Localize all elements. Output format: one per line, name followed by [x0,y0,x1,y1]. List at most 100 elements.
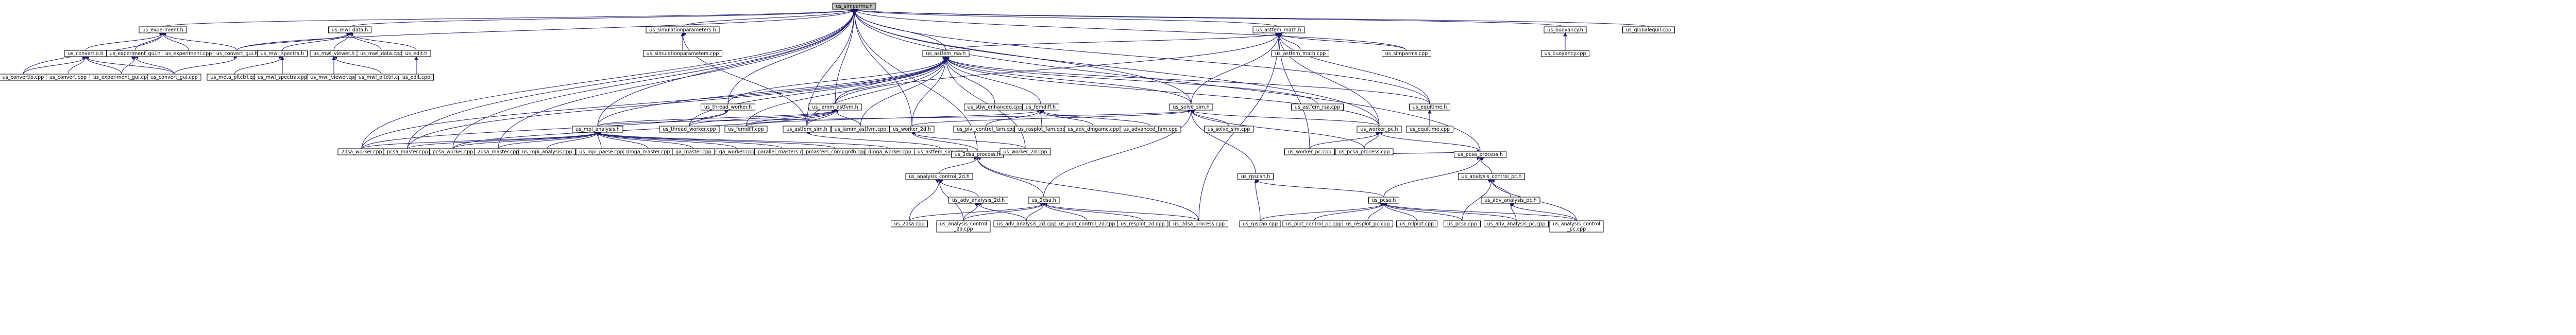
graph-node[interactable]: us_lamm_astfvm.cpp [831,126,890,133]
graph-node[interactable]: us_2dsa_process.h [951,151,1004,158]
graph-node[interactable]: us_buoyancy.h [1544,26,1587,33]
graph-node[interactable]: us_convert.cpp [46,74,90,81]
graph-node[interactable]: us_buoyancy.cpp [1541,50,1589,57]
graph-node[interactable]: us_adv_analysis_pc.h [1481,197,1540,204]
graph-node[interactable]: us_adv_analysis_pc.cpp [1484,220,1549,227]
graph-node[interactable]: us_simparms.h [832,3,876,10]
graph-node[interactable]: pcsa_master.cpp [383,148,432,155]
graph-node[interactable]: us_experiment_gui.h [106,50,164,57]
graph-node[interactable]: us_astfem_sim.h [783,126,831,133]
graph-node[interactable]: us_equitime.h [1409,103,1450,111]
graph-node[interactable]: us_pcsa_process.h [1454,151,1506,158]
graph-node[interactable]: us_rasplot_fam.cpp [1014,126,1069,133]
graph-node[interactable]: us_convert_gui.h [213,50,261,57]
graph-node[interactable]: us_stiw_enhanced.cpp [964,103,1026,111]
dependency-edge [349,32,382,51]
dependency-edge [134,56,175,75]
graph-node[interactable]: us_resplot_pc.cpp [1343,220,1393,227]
graph-node-label: us_convertio.h [67,51,103,57]
graph-node[interactable]: us_simulationparameters.h [646,26,720,33]
graph-node[interactable]: pcsa_worker.cpp [429,148,477,155]
graph-node[interactable]: us_thread_worker.cpp [659,126,720,133]
graph-node[interactable]: us_femdiff.h [1022,103,1059,111]
graph-node[interactable]: us_pivl_control_fam.cpp [953,126,1019,133]
graph-node[interactable]: us_astfem_math.cpp [1272,50,1329,57]
graph-node[interactable]: dmga_master.cpp [623,148,673,155]
graph-node[interactable]: us_solve_sim.h [1169,103,1213,111]
graph-node-label: us_analysis_control_2d.cpp [940,221,987,232]
graph-node[interactable]: us_solve_sim.cpp [1204,126,1253,133]
graph-node[interactable]: us_mwl_spectra.h [257,50,308,57]
graph-node[interactable]: us_plot_control_2d.cpp [1056,220,1118,227]
graph-node[interactable]: 2dsa_master.cpp [474,148,522,155]
graph-node[interactable]: us_adv_analysis_2d.cpp [993,220,1059,227]
graph-node[interactable]: us_edit.cpp [399,74,434,81]
graph-node-label: us_meta_pltctrl.cpp [210,75,258,80]
dependency-edge [1043,203,1088,221]
dependency-edge [452,9,855,149]
graph-node[interactable]: us_2dsa.cpp [891,220,928,227]
graph-node[interactable]: us_mpi_analysis.h [572,126,623,133]
graph-node[interactable]: us_analysis_control_pc.cpp [1549,220,1604,233]
graph-node[interactable]: us_simparms.cpp [1382,50,1431,57]
graph-node[interactable]: ga_master.cpp [672,148,715,155]
graph-node[interactable]: us_worker_2d.h [889,126,935,133]
graph-node[interactable]: us_experiment.h [139,26,187,33]
graph-node[interactable]: ga_worker.cpp [716,148,758,155]
graph-node-label: us_2dsa.h [1031,198,1056,203]
graph-node-box [1541,50,1589,57]
graph-node[interactable]: dmga_worker.cpp [865,148,915,155]
graph-node[interactable]: us_analysis_control_2d.h [905,173,973,180]
graph-node[interactable]: us_analysis_control_pc.h [1458,173,1525,180]
graph-node[interactable]: us_experiment_gui.cpp [90,74,154,81]
graph-node[interactable]: us_mwl_data.cpp [357,50,406,57]
graph-node[interactable]: us_worker_pc.h [1357,126,1402,133]
graph-node[interactable]: us_2dsa_process.cpp [1170,220,1228,227]
graph-node[interactable]: us_resplot_2d.cpp [1117,220,1168,227]
dependency-edge [1191,32,1279,104]
graph-node[interactable]: us_2dsa.h [1028,197,1060,204]
graph-node[interactable]: us_astfem_rsa.h [922,50,970,57]
graph-node[interactable]: us_adv_dmgamc.cpp [1064,126,1123,133]
graph-node[interactable]: us_analysis_control_2d.cpp [936,220,991,233]
dependency-edge [1491,179,1511,198]
graph-node[interactable]: us_mwl_spectra.cpp [254,74,311,81]
graph-node[interactable]: us_advanced_fam.cpp [1120,126,1181,133]
graph-node[interactable]: us_pcsa_process.cpp [1335,148,1394,155]
graph-node[interactable]: us_mpi_analysis.cpp [518,148,576,155]
graph-node[interactable]: us_plot_control_pc.cpp [1282,220,1345,227]
graph-node[interactable]: us_meta_pltctrl.cpp [207,74,262,81]
dependency-edge [134,32,163,51]
dependency-edge [1043,110,1192,198]
graph-node[interactable]: us_rpscan.cpp [1239,220,1281,227]
edge-arrowhead [935,179,940,183]
graph-node[interactable]: us_thread_worker.h [701,103,755,111]
graph-node[interactable]: 2dsa_worker.cpp [337,148,386,155]
graph-node[interactable]: us_mlplot.cpp [1396,220,1437,227]
graph-node[interactable]: us_pcsa.h [1368,197,1399,204]
graph-node[interactable]: us_astfem_math.h [1252,26,1305,33]
graph-node[interactable]: us_simulationparameters.cpp [643,50,722,57]
graph-node[interactable]: us_mwl_viewer.cpp [307,74,361,81]
graph-node[interactable]: us_adv_analysis_2d.h [948,197,1008,204]
graph-node[interactable]: us_experiment.cpp [162,50,215,57]
graph-node[interactable]: us_lamm_astfvm.h [808,103,862,111]
graph-node[interactable]: us_convertio.cpp [0,74,47,81]
dependency-edge [1309,132,1380,149]
graph-node[interactable]: us_edit.h [401,50,431,57]
graph-node[interactable]: us_convertio.h [64,50,107,57]
graph-node[interactable]: us_convert_gui.cpp [147,74,201,81]
graph-node[interactable]: us_astfem_rsa.cpp [1291,103,1344,111]
graph-node[interactable]: pmasters_compgrdb.cpp [802,148,870,155]
graph-node[interactable]: us_mwl_data.h [328,26,371,33]
graph-node[interactable]: us_equitime.cpp [1406,126,1453,133]
graph-node[interactable]: us_rpscan.h [1238,173,1274,180]
graph-node[interactable]: us_globalequil.cpp [1622,26,1675,33]
dependency-edge [162,9,855,27]
graph-node[interactable]: us_mwl_viewer.h [310,50,358,57]
graph-node[interactable]: us_femdiff.cpp [724,126,768,133]
graph-node[interactable]: us_worker_pc.cpp [1284,148,1335,155]
graph-node[interactable]: us_mpi_parse.cpp [575,148,627,155]
graph-node[interactable]: us_pcsa.cpp [1444,220,1481,227]
graph-node[interactable]: us_worker_2d.cpp [999,148,1051,155]
